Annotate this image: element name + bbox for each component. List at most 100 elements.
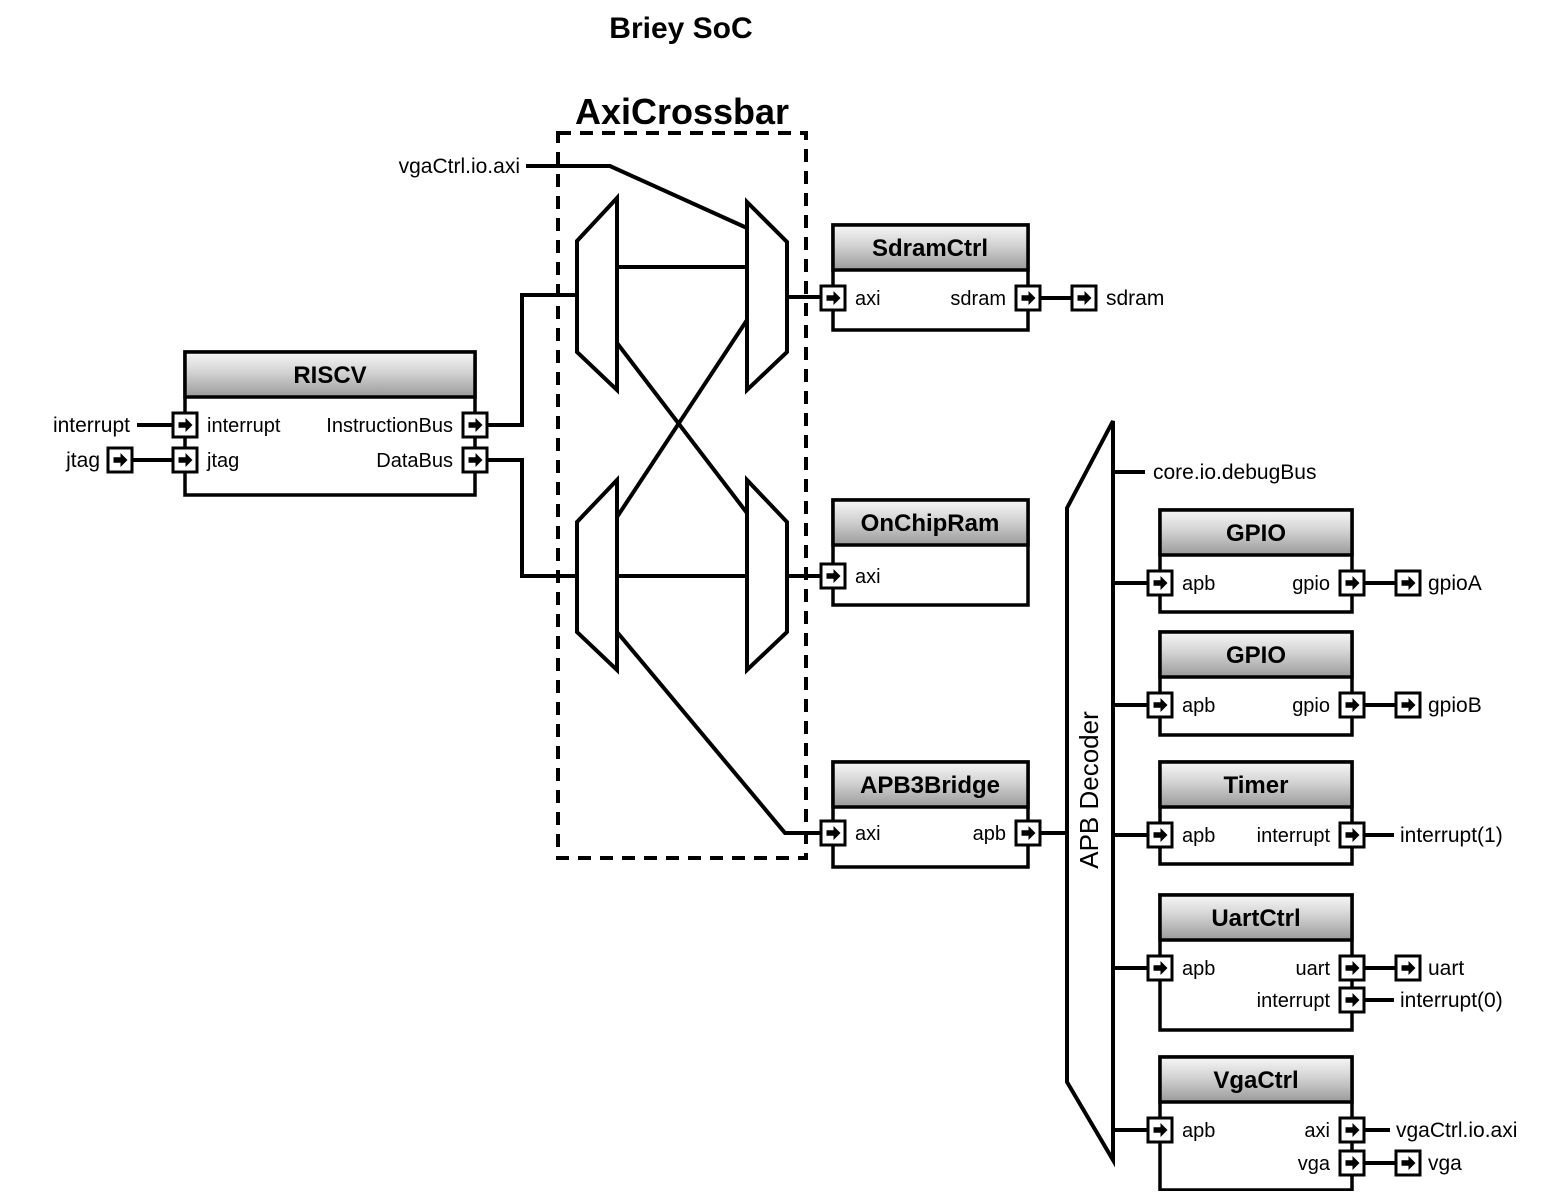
- mux-top-right: [745, 197, 789, 395]
- block-vgactrl: VgaCtrl apb axi vga vgaCtrl.io.axi vga: [1146, 1055, 1517, 1192]
- port-arrow-icon: [1338, 954, 1366, 982]
- uartctrl-header: [1158, 893, 1354, 942]
- gpio1-port-gpio: gpio: [1292, 573, 1330, 595]
- onchipram-port-axi: axi: [855, 566, 881, 588]
- timer-port-interrupt: interrupt: [1257, 825, 1331, 847]
- sdramctrl-port-sdram: sdram: [950, 288, 1006, 310]
- port-arrow-icon: [1014, 284, 1042, 312]
- port-arrow-icon: [1338, 691, 1366, 719]
- sdram-external-output: sdram: [1040, 284, 1164, 312]
- wire-instructionbus: [487, 293, 577, 427]
- port-arrow-icon: [819, 284, 847, 312]
- port-arrow-icon: [1146, 691, 1174, 719]
- block-sdramctrl: SdramCtrl axi sdram: [819, 223, 1042, 332]
- block-onchipram: OnChipRam axi: [819, 498, 1030, 607]
- label-vgactrl-io-axi-top: vgaCtrl.io.axi: [399, 155, 520, 178]
- io-arrow-icon: [106, 446, 134, 474]
- label-interrupt-in: interrupt: [53, 414, 130, 437]
- apb-decoder-label: APB Decoder: [1074, 711, 1104, 869]
- port-arrow-icon: [1146, 821, 1174, 849]
- apb-decoder: APB Decoder core.io.debugBus: [1040, 420, 1316, 1168]
- timer-header: [1158, 760, 1354, 809]
- riscv-port-instructionbus: InstructionBus: [326, 415, 453, 437]
- port-arrow-icon: [1014, 819, 1042, 847]
- port-arrow-icon: [171, 446, 199, 474]
- riscv-header: [183, 350, 477, 399]
- block-riscv: RISCV interrupt jtag InstructionBus Data…: [171, 350, 489, 497]
- label-gpiob: gpioB: [1428, 694, 1482, 717]
- port-arrow-icon: [1338, 1116, 1366, 1144]
- apb-decoder-shape: [1065, 420, 1115, 1168]
- port-arrow-icon: [1338, 569, 1366, 597]
- apb3bridge-header: [831, 760, 1030, 809]
- port-arrow-icon: [1146, 569, 1174, 597]
- sdramctrl-port-axi: axi: [855, 288, 881, 310]
- riscv-port-databus: DataBus: [376, 450, 453, 472]
- timer-title: Timer: [1224, 772, 1289, 799]
- onchipram-title: OnChipRam: [861, 510, 1000, 537]
- label-uart: uart: [1428, 957, 1464, 980]
- riscv-title: RISCV: [293, 362, 366, 389]
- page-title: Briey SoC: [609, 12, 752, 45]
- port-arrow-icon: [1338, 986, 1366, 1014]
- wire-databus: [487, 458, 577, 578]
- mux-top-left: [575, 192, 619, 395]
- wire-to-apb3bridge: [615, 630, 821, 835]
- label-core-io-debugbus: core.io.debugBus: [1153, 461, 1316, 484]
- timer-port-apb: apb: [1182, 825, 1215, 847]
- io-arrow-icon: [1394, 569, 1422, 597]
- uartctrl-port-apb: apb: [1182, 958, 1215, 980]
- uartctrl-port-uart: uart: [1296, 958, 1331, 980]
- vgactrl-port-axi: axi: [1304, 1120, 1330, 1142]
- uartctrl-title: UartCtrl: [1211, 905, 1300, 932]
- port-arrow-icon: [1338, 1149, 1366, 1177]
- gpio2-port-gpio: gpio: [1292, 695, 1330, 717]
- vgactrl-port-apb: apb: [1182, 1120, 1215, 1142]
- label-interrupt1: interrupt(1): [1400, 824, 1503, 847]
- label-jtag-in: jtag: [65, 449, 100, 472]
- io-arrow-icon: [1394, 1149, 1422, 1177]
- port-arrow-icon: [1338, 821, 1366, 849]
- io-arrow-icon: [1394, 954, 1422, 982]
- label-interrupt0: interrupt(0): [1400, 989, 1503, 1012]
- block-gpio2: GPIO apb gpio gpioB: [1146, 630, 1482, 737]
- port-arrow-icon: [819, 819, 847, 847]
- gpio2-header: [1158, 630, 1354, 679]
- block-timer: Timer apb interrupt interrupt(1): [1146, 760, 1503, 866]
- crossbar-muxes: [575, 192, 789, 675]
- apb3bridge-port-apb: apb: [973, 823, 1006, 845]
- mux-bottom-left: [575, 475, 619, 675]
- wire-cross-up: [615, 318, 749, 519]
- port-arrow-icon: [1146, 954, 1174, 982]
- port-arrow-icon: [819, 562, 847, 590]
- riscv-port-jtag: jtag: [206, 450, 239, 472]
- vgactrl-title: VgaCtrl: [1213, 1067, 1298, 1094]
- block-apb3bridge: APB3Bridge axi apb: [819, 760, 1042, 869]
- riscv-external-inputs: interrupt jtag: [53, 414, 173, 474]
- vgactrl-port-vga: vga: [1298, 1153, 1331, 1175]
- vgactrl-header: [1158, 1055, 1354, 1104]
- block-uartctrl: UartCtrl apb uart interrupt uart interru…: [1146, 893, 1503, 1032]
- sdramctrl-header: [831, 223, 1030, 272]
- gpio2-port-apb: apb: [1182, 695, 1215, 717]
- block-gpio1: GPIO apb gpio gpioA: [1146, 508, 1482, 614]
- crossbar-wires: [487, 164, 821, 835]
- gpio1-port-apb: apb: [1182, 573, 1215, 595]
- gpio2-title: GPIO: [1226, 642, 1286, 669]
- apb3bridge-title: APB3Bridge: [860, 772, 1000, 799]
- label-vgactrl-io-axi: vgaCtrl.io.axi: [1396, 1119, 1517, 1142]
- mux-bottom-right: [745, 475, 789, 675]
- uartctrl-port-interrupt: interrupt: [1257, 990, 1331, 1012]
- label-sdram-out: sdram: [1106, 287, 1164, 310]
- sdramctrl-title: SdramCtrl: [872, 235, 988, 262]
- label-vga: vga: [1428, 1152, 1462, 1175]
- gpio1-title: GPIO: [1226, 520, 1286, 547]
- io-arrow-icon: [1394, 691, 1422, 719]
- io-arrow-icon: [1070, 284, 1098, 312]
- port-arrow-icon: [1146, 1116, 1174, 1144]
- port-arrow-icon: [171, 411, 199, 439]
- apb3bridge-port-axi: axi: [855, 823, 881, 845]
- gpio1-header: [1158, 508, 1354, 557]
